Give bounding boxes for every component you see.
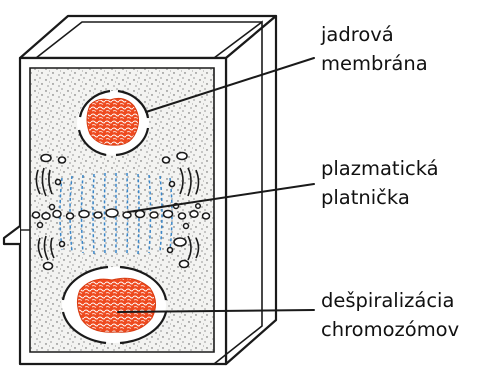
lower-chromatin	[77, 278, 155, 332]
label-chromosome-decondensation: dešpiralizácia chromozómov	[321, 286, 459, 344]
label-plasma-plate-line-1: plazmatická	[321, 154, 439, 183]
upper-chromatin	[87, 98, 139, 145]
label-plasma-plate-line-2: platnička	[321, 183, 439, 212]
label-plasma-plate: plazmatická platnička	[321, 154, 439, 212]
label-nuclear-membrane: jadrová membrána	[321, 20, 428, 78]
label-chromosome-decondensation-line-1: dešpiralizácia	[321, 286, 459, 315]
upper-nucleus	[77, 91, 149, 155]
lower-nucleus	[62, 267, 166, 343]
label-chromosome-decondensation-line-2: chromozómov	[321, 315, 459, 344]
label-nuclear-membrane-line-2: membrána	[321, 49, 428, 78]
label-nuclear-membrane-line-1: jadrová	[321, 20, 428, 49]
